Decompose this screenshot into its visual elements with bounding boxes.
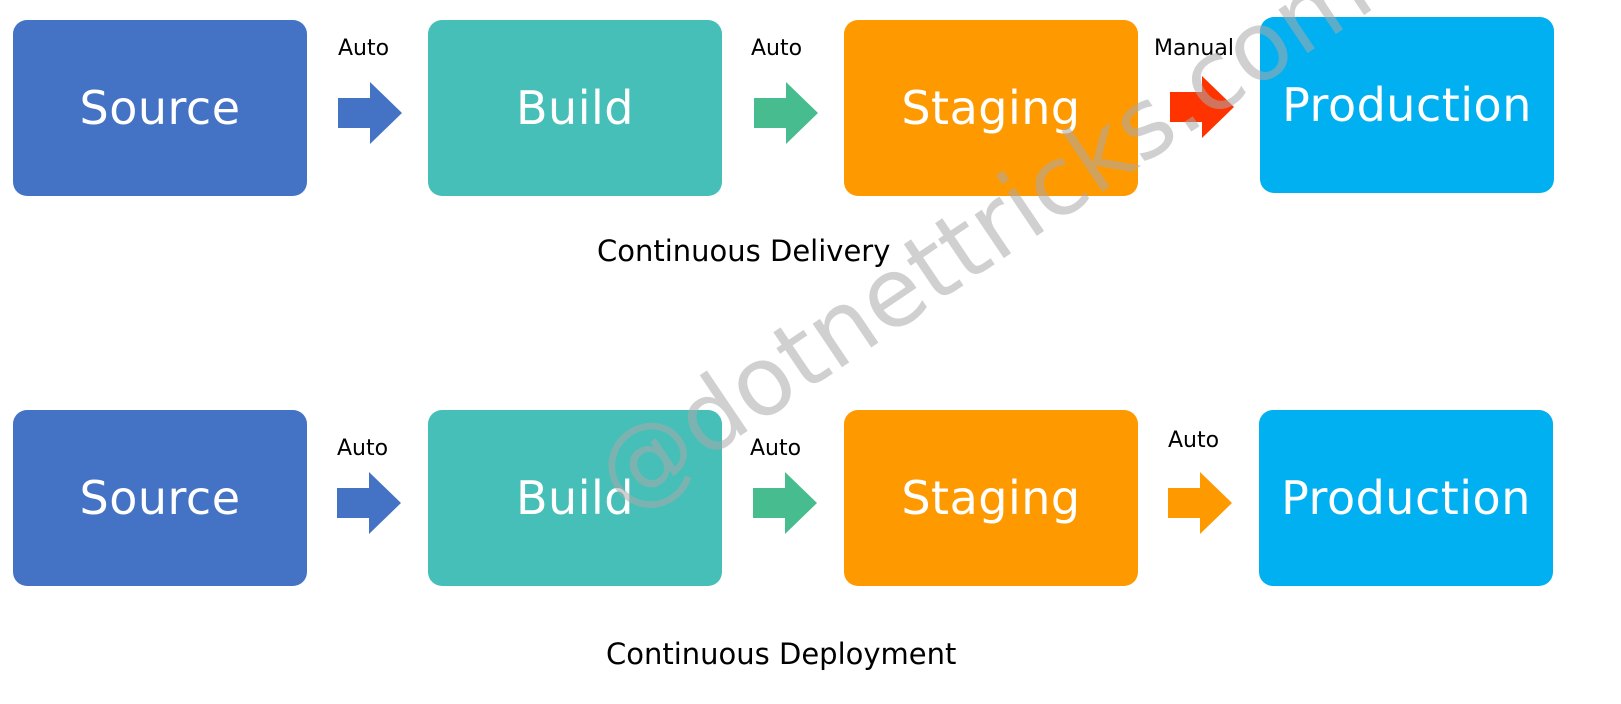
- delivery-build-to-staging-arrow-icon: [754, 82, 818, 144]
- delivery-source-stage: Source: [13, 20, 307, 196]
- delivery-staging-stage: Staging: [844, 20, 1138, 196]
- deployment-staging-to-production-arrow-icon: [1168, 472, 1232, 534]
- delivery-source-to-build-label: Auto: [338, 36, 390, 61]
- delivery-production-stage: Production: [1260, 17, 1554, 193]
- delivery-build-stage: Build: [428, 20, 722, 196]
- deployment-build-label: Build: [516, 471, 634, 525]
- deployment-source-stage: Source: [13, 410, 307, 586]
- deployment-staging-label: Staging: [901, 471, 1081, 525]
- deployment-source-label: Source: [79, 471, 241, 525]
- delivery-build-label: Build: [516, 81, 634, 135]
- delivery-source-label: Source: [79, 81, 241, 135]
- deployment-production-stage: Production: [1259, 410, 1553, 586]
- deployment-build-stage: Build: [428, 410, 722, 586]
- deployment-staging-to-production-label: Auto: [1168, 428, 1220, 453]
- delivery-staging-to-production-arrow-icon: [1170, 76, 1234, 138]
- delivery-caption: Continuous Delivery: [597, 234, 891, 268]
- delivery-source-to-build-arrow-icon: [338, 82, 402, 144]
- delivery-staging-label: Staging: [901, 81, 1081, 135]
- deployment-build-to-staging-arrow-icon: [753, 472, 817, 534]
- deployment-source-to-build-arrow-icon: [337, 472, 401, 534]
- delivery-production-label: Production: [1282, 78, 1532, 132]
- deployment-source-to-build-label: Auto: [337, 436, 389, 461]
- deployment-caption: Continuous Deployment: [606, 637, 957, 671]
- delivery-build-to-staging-label: Auto: [751, 36, 803, 61]
- deployment-build-to-staging-label: Auto: [750, 436, 802, 461]
- delivery-staging-to-production-label: Manual: [1154, 36, 1234, 61]
- deployment-production-label: Production: [1281, 471, 1531, 525]
- deployment-staging-stage: Staging: [844, 410, 1138, 586]
